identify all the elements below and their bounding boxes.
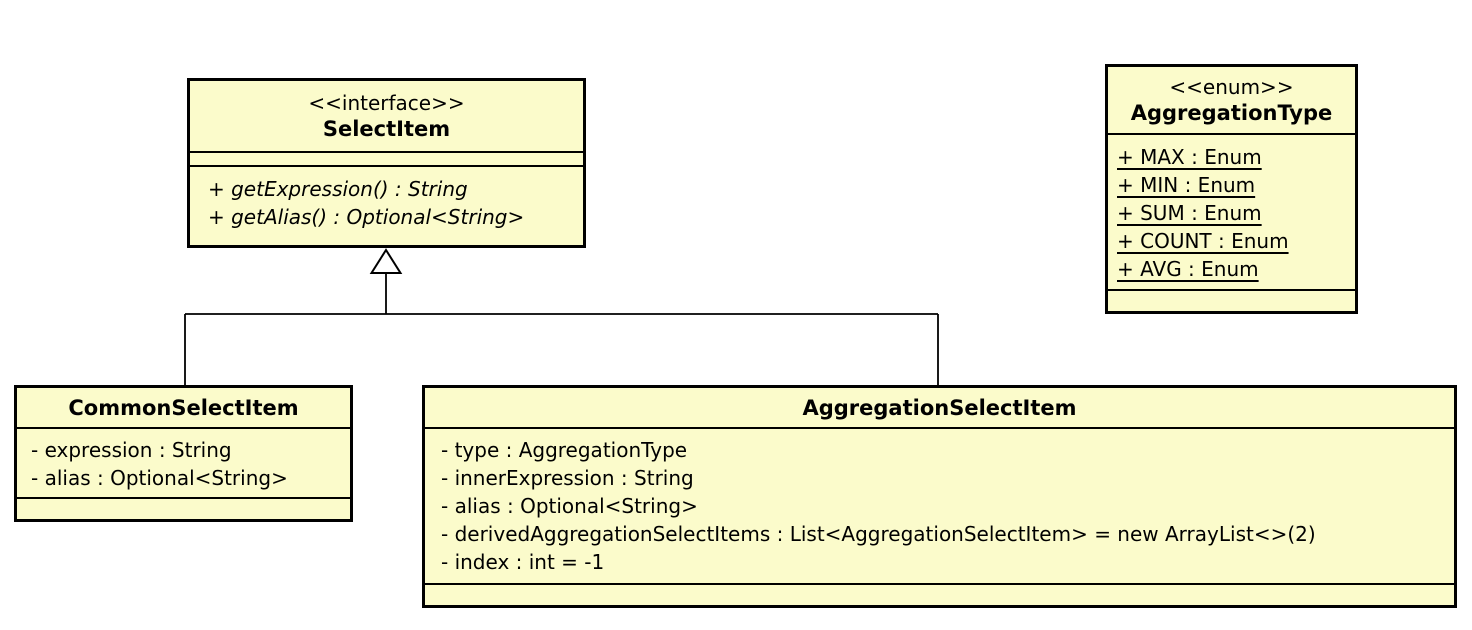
compartment-divider [190,151,583,153]
class-name: AggregationType [1130,101,1333,125]
compartment-divider [425,427,1454,429]
enum-constant-row: + AVG : Enum [1117,257,1259,281]
class-header-aggregationtype: <<enum>> AggregationType [1108,67,1355,133]
class-name: CommonSelectItem [68,395,299,420]
methods-compartment-empty [1108,291,1355,311]
class-box-aggregationselectitem[interactable]: AggregationSelectItem - type : Aggregati… [422,385,1457,608]
methods-compartment-empty [17,499,350,519]
enum-constant-row: + MIN : Enum [1117,173,1256,197]
class-box-commonselectitem[interactable]: CommonSelectItem - expression : String- … [14,385,353,522]
attributes-compartment: - expression : String - alias : Optional<… [17,429,350,497]
attribute-row: - type : AggregationType [441,438,688,462]
class-name: AggregationSelectItem [802,395,1077,420]
methods-compartment-empty [425,585,1454,605]
stereotype-label: <<enum>> [1169,75,1294,99]
attribute-row: - expression : String [31,438,232,462]
enum-constant-row: + COUNT : Enum [1117,229,1289,253]
compartment-divider [1108,133,1355,135]
class-header-aggregationselectitem: AggregationSelectItem [425,388,1454,427]
enum-constant-row: + SUM : Enum [1117,201,1262,225]
attributes-compartment: - type : AggregationType - innerExpressio… [425,429,1454,583]
compartment-divider [1108,289,1355,291]
compartment-divider [17,497,350,499]
enum-constant-row: + MAX : Enum [1117,145,1262,169]
class-box-selectitem[interactable]: <<interface>> SelectItem + getExpression… [187,78,586,248]
method-row: + getExpression() : String [208,177,468,201]
attribute-row: - alias : Optional<String> [31,466,288,490]
generalization-triangle-icon [369,248,403,274]
class-name: SelectItem [322,117,451,141]
attribute-row: - innerExpression : String [441,466,694,490]
class-header-commonselectitem: CommonSelectItem [17,388,350,427]
attributes-compartment: + MAX : Enum + MIN : Enum + SUM : Enum + CO… [1108,135,1355,289]
method-row: + getAlias() : Optional<String> [208,205,525,229]
compartment-divider [17,427,350,429]
class-header-selectitem: <<interface>> SelectItem [190,81,583,151]
attributes-compartment-empty [190,153,583,165]
attribute-row: - alias : Optional<String> [441,494,698,518]
class-box-aggregationtype[interactable]: <<enum>> AggregationType + MAX : Enum+ M… [1105,64,1358,314]
attribute-row: - index : int = -1 [441,550,605,574]
compartment-divider [425,583,1454,585]
methods-compartment: + getExpression() : String + getAlias() :… [190,167,583,245]
attribute-row: - derivedAggregationSelectItems : List<A… [441,522,1316,546]
compartment-divider [190,165,583,167]
stereotype-label: <<interface>> [308,91,465,115]
